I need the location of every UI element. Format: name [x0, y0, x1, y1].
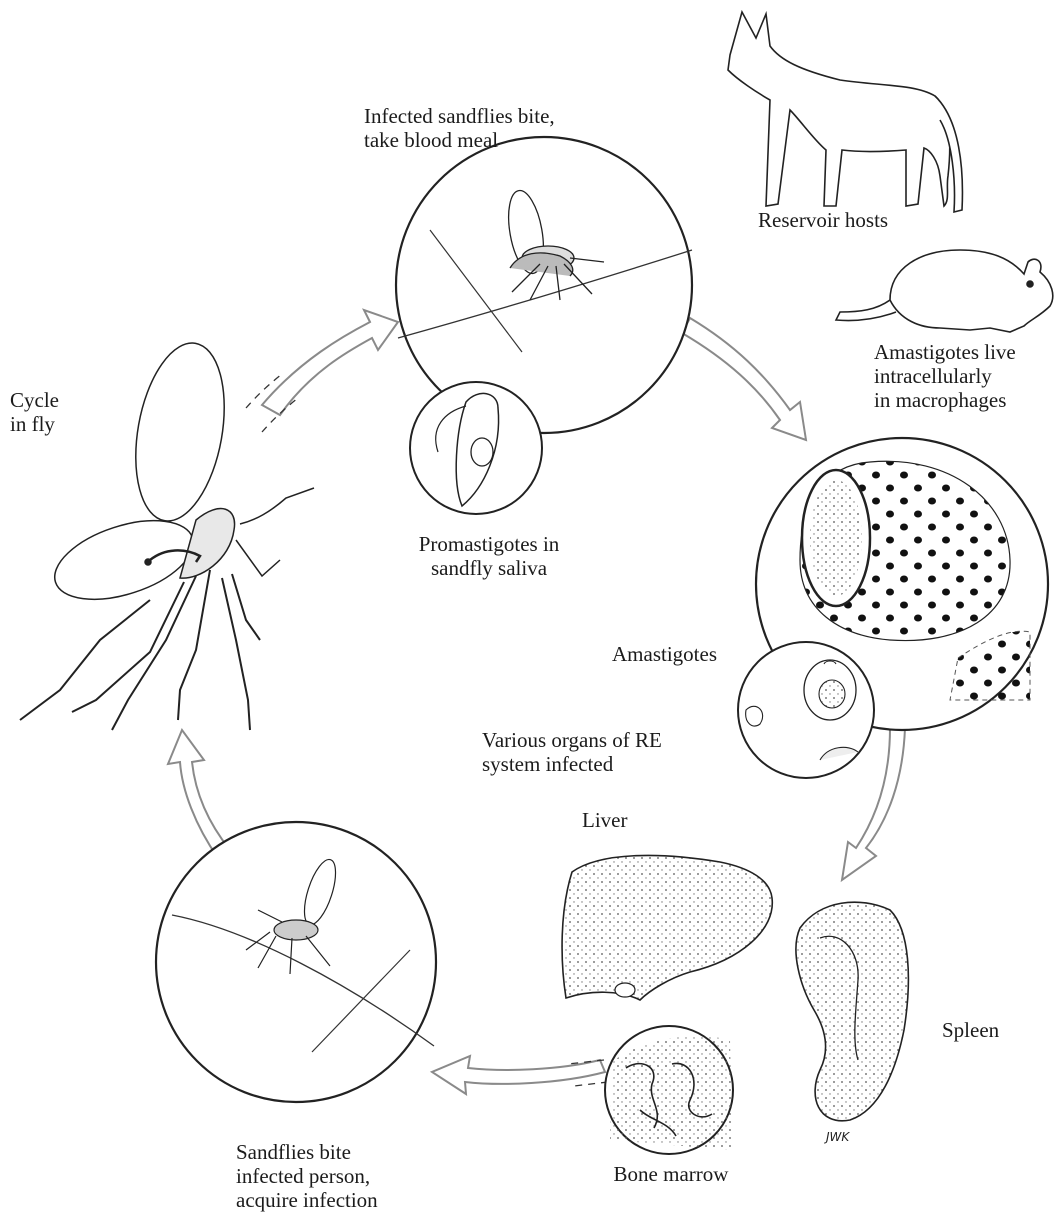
jackal-illustration	[728, 12, 962, 212]
label-line: Infected sandflies bite,	[364, 104, 555, 128]
label-line: Amastigotes live	[874, 340, 1016, 364]
label-amastigotes-macrophages: Amastigotes live intracellularly in macr…	[874, 340, 1016, 412]
circle-bone-marrow	[605, 1026, 733, 1154]
arrow-bite-to-macrophage	[682, 318, 806, 440]
label-line: in fly	[10, 412, 59, 436]
label-amastigotes: Amastigotes	[612, 642, 717, 666]
circle-acquire-infection	[156, 822, 436, 1102]
label-reservoir-hosts: Reservoir hosts	[758, 208, 888, 232]
label-cycle-in-fly: Cycle in fly	[10, 388, 59, 436]
label-line: Cycle	[10, 388, 59, 412]
arrow-fly-to-bite	[262, 310, 398, 415]
circle-bite-blood-meal	[396, 137, 692, 433]
rodent-illustration	[836, 250, 1053, 332]
spleen-illustration	[796, 902, 908, 1121]
arrow-marrow-to-bite	[432, 1056, 605, 1094]
label-line: Promastigotes in	[414, 532, 564, 556]
label-line: system infected	[482, 752, 662, 776]
label-bone-marrow: Bone marrow	[596, 1162, 746, 1186]
label-liver: Liver	[582, 808, 627, 832]
label-re-system: Various organs of RE system infected	[482, 728, 662, 776]
artist-signature: JWK	[826, 1130, 849, 1144]
label-bite-blood-meal: Infected sandflies bite, take blood meal	[364, 104, 555, 152]
circle-promastigotes	[410, 382, 542, 514]
label-acquire-infection: Sandflies bite infected person, acquire …	[236, 1140, 378, 1212]
label-spleen: Spleen	[942, 1018, 999, 1042]
label-line: sandfly saliva	[414, 556, 564, 580]
arrow-acquire-to-fly	[168, 730, 230, 858]
label-line: Sandflies bite	[236, 1140, 378, 1164]
label-line: infected person,	[236, 1164, 378, 1188]
circle-amastigotes	[738, 642, 874, 778]
label-line: Various organs of RE	[482, 728, 662, 752]
label-line: acquire infection	[236, 1188, 378, 1212]
liver-illustration	[562, 855, 772, 1000]
label-line: take blood meal	[364, 128, 555, 152]
label-promastigotes: Promastigotes in sandfly saliva	[414, 532, 564, 580]
label-line: in macrophages	[874, 388, 1016, 412]
label-line: intracellularly	[874, 364, 1016, 388]
